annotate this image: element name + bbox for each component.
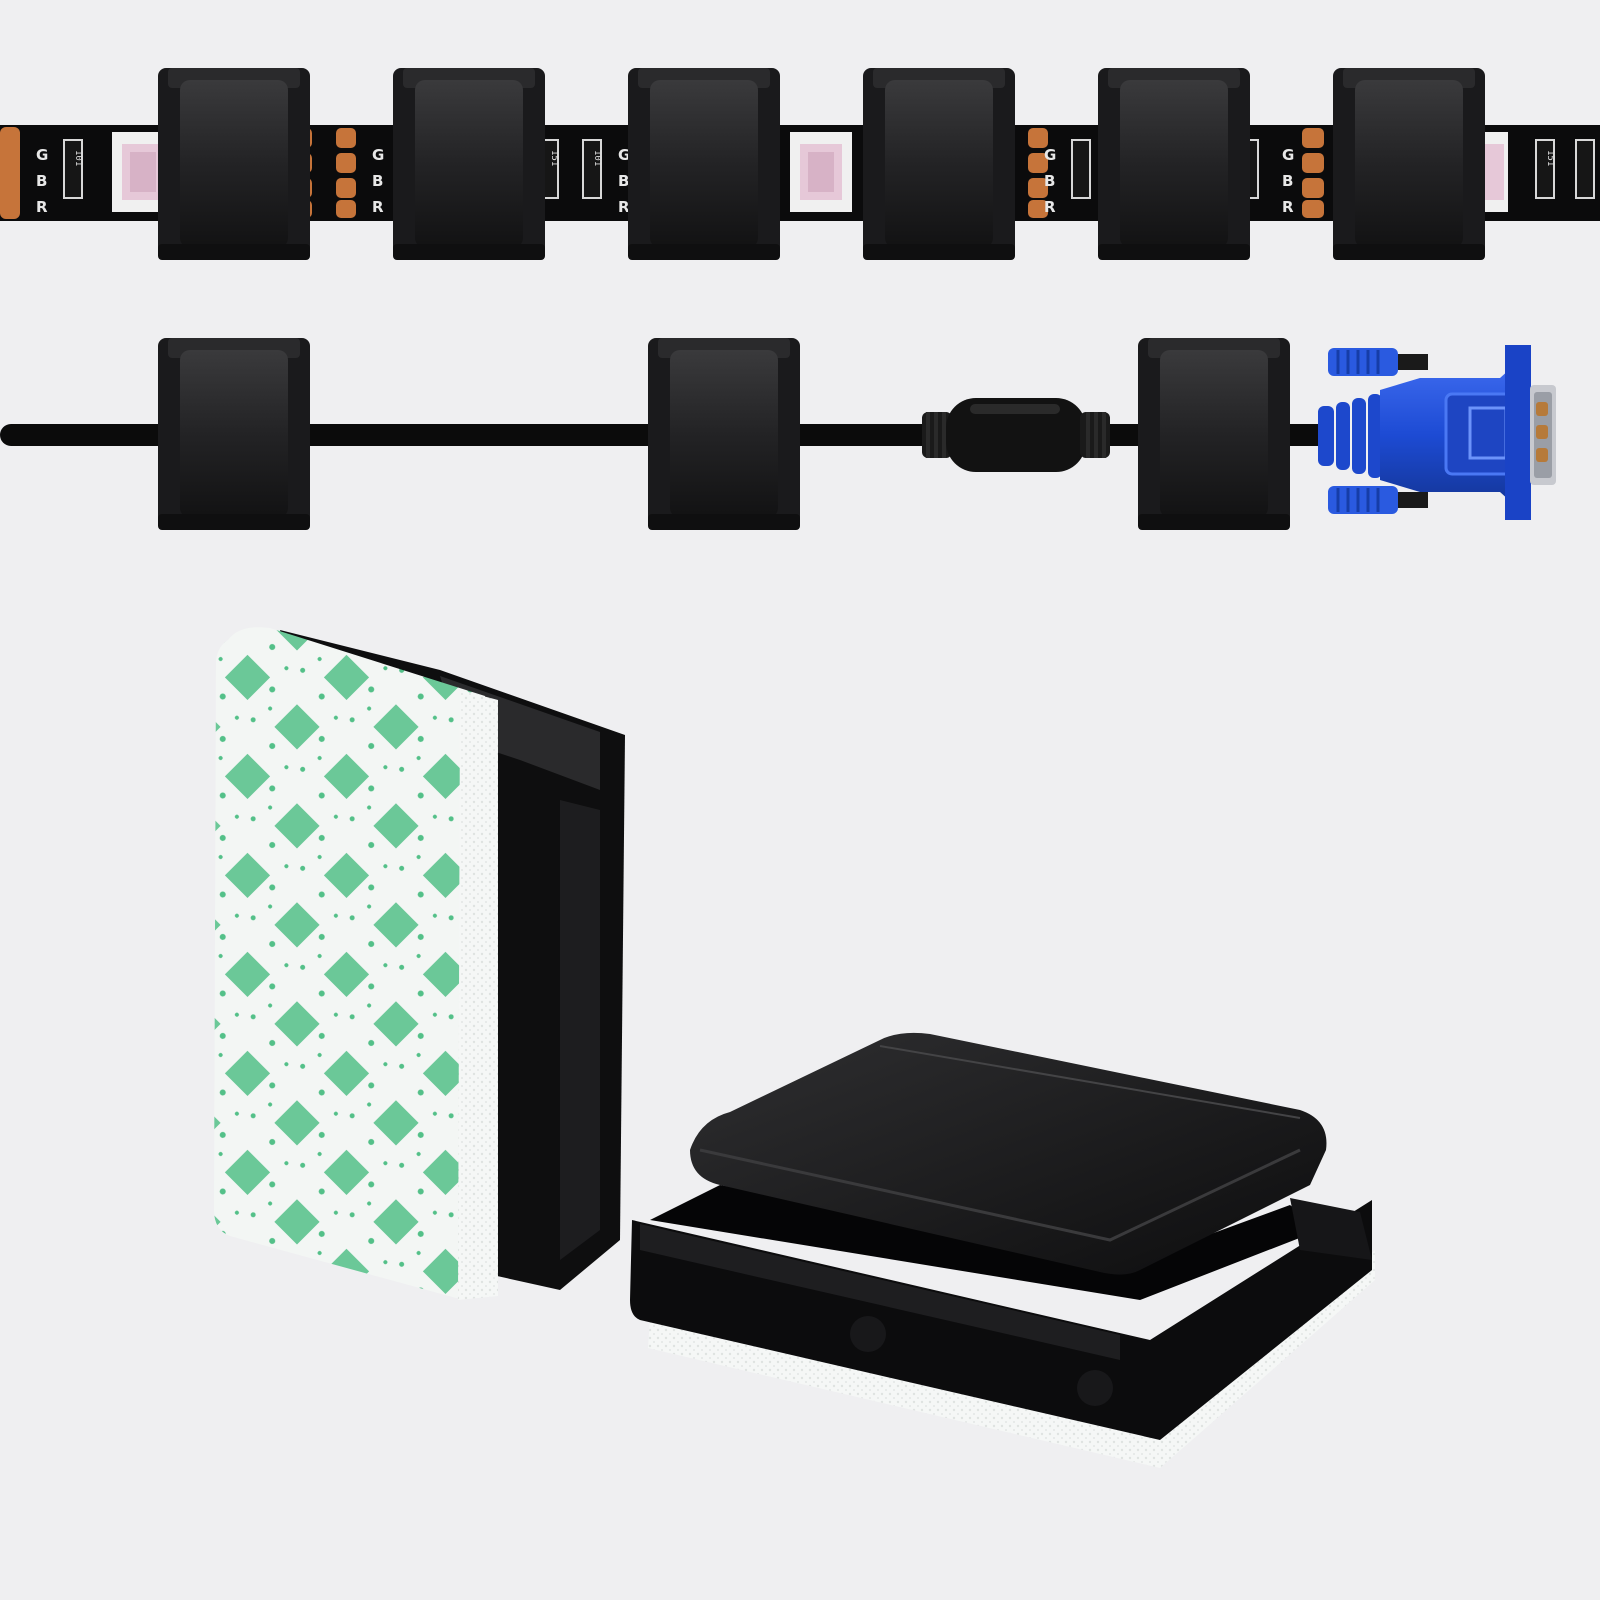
svg-text:151: 151 (1545, 150, 1555, 166)
label-r: R (372, 198, 384, 216)
channel-labels: G B R G B R G B R G B R G B R (36, 146, 1294, 216)
label-g: G (618, 146, 630, 164)
ferrite-bead-icon (922, 398, 1110, 472)
cable-clip-icon (1098, 68, 1250, 260)
label-g: G (1282, 146, 1294, 164)
cable-clip-icon (628, 68, 780, 260)
strip-clips (158, 68, 1485, 260)
label-b: B (372, 172, 383, 190)
label-g: G (1044, 146, 1056, 164)
thumbscrew-bottom (1328, 486, 1428, 514)
cable-clip-icon (648, 338, 800, 530)
led-strip-row: G B R G B R G B R G B R G B R 101 151 10… (0, 68, 1600, 260)
label-b: B (618, 172, 629, 190)
cable-clip-icon (1333, 68, 1485, 260)
cable-row (0, 338, 1556, 530)
label-b: B (1044, 172, 1055, 190)
svg-text:101: 101 (592, 150, 602, 166)
cable-clip-icon (863, 68, 1015, 260)
cable-clip-icon (158, 68, 310, 260)
label-b: B (36, 172, 47, 190)
svg-text:151: 151 (549, 150, 559, 166)
label-r: R (1044, 198, 1056, 216)
label-g: G (36, 146, 48, 164)
label-g: G (372, 146, 384, 164)
led-chip-icon (790, 132, 852, 212)
clip-front-view (630, 1032, 1375, 1468)
label-b: B (1282, 172, 1293, 190)
clip-back-view (214, 627, 625, 1300)
cable-clip-icon (393, 68, 545, 260)
vga-connector-icon (1318, 345, 1556, 520)
adhesive-pad-icon (214, 627, 498, 1300)
thumbscrew-top (1328, 348, 1428, 376)
cable-clip-icon (158, 338, 310, 530)
cable-clip-icon (1138, 338, 1290, 530)
foam-base (648, 1250, 1375, 1468)
label-r: R (618, 198, 630, 216)
label-r: R (36, 198, 48, 216)
svg-text:101: 101 (73, 150, 83, 166)
label-r: R (1282, 198, 1294, 216)
